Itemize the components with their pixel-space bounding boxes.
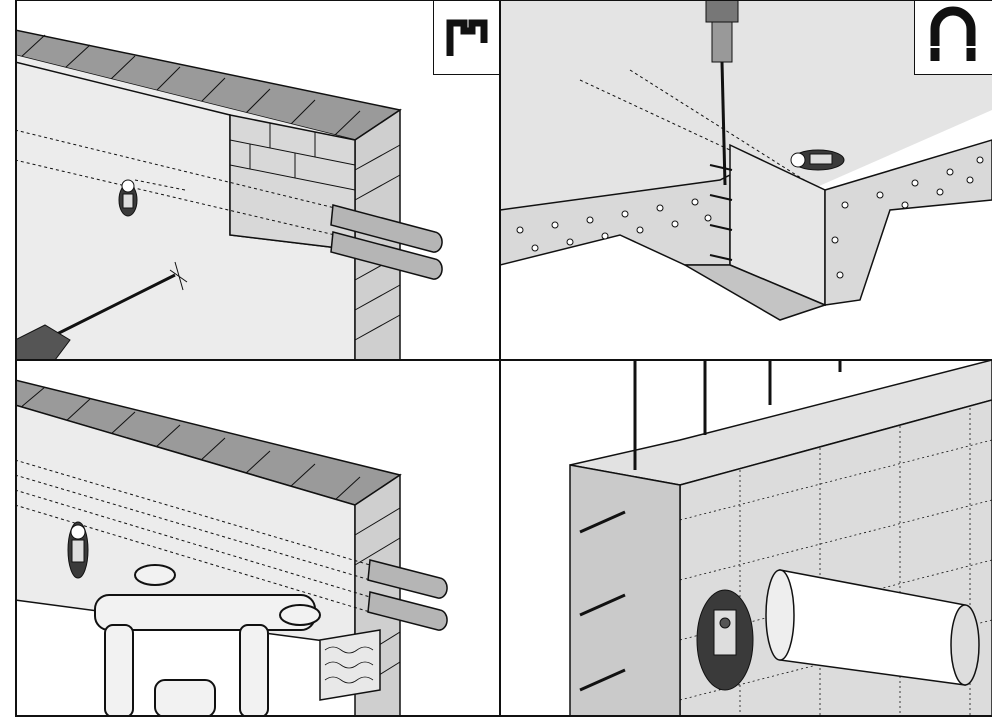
stand-left-post [104,624,134,717]
core-drill-stand [94,564,321,717]
pipes [330,204,443,280]
detector-device [790,149,845,171]
detector-device [118,179,138,217]
detector-screen [71,539,85,563]
detector-device [67,521,89,579]
frame-bottom [15,715,992,717]
coping-brick-joints [19,386,361,501]
pipe-lower [330,231,443,280]
stand-right-post [239,624,269,717]
side-brick-joints [354,144,401,341]
stand-carriage [154,679,216,717]
drill-bit [54,273,176,337]
detector-sensor-icon [121,179,135,193]
core-bit-end [950,604,980,686]
coping-brick-joints [19,34,361,136]
drill-bit [720,61,727,186]
metal-stud-drilling-illustration [500,0,992,321]
frame-middle-vertical [499,0,501,717]
concrete-core-drilling-illustration [569,360,992,717]
drill [15,261,188,360]
locator-dashed-lines [579,69,821,191]
panel-brick-wall-drilling [15,0,500,360]
drill-chuck [705,0,739,23]
side-drill-bits [579,510,626,692]
locator-dashed-lines [15,129,336,236]
brick-wall-core-drilling-illustration [15,379,448,717]
brick-wall-drilling-illustration [15,29,443,360]
drill-collar [711,21,733,63]
panel-concrete-core-drilling [500,360,992,717]
detector-screen [809,153,833,165]
magnet-icon [929,6,977,61]
screws [709,164,733,261]
vertical-drill-bits [633,360,842,470]
drill [705,0,739,186]
core-bit-crown [765,569,795,661]
detector-sensor-icon [719,617,731,629]
insulation [319,629,381,701]
pipes [367,559,448,631]
insulation-texture [324,646,374,684]
stand-knob-left [134,564,176,586]
detector-screen [713,609,737,656]
frame-left [15,0,17,717]
stand-knob-right [279,604,321,626]
hook-badge [433,0,500,75]
recess-brick-joints [229,123,356,191]
detector-sensor-icon [70,524,86,540]
locator-dashed-lines [15,459,371,613]
concrete-side-face [569,464,681,717]
corner-hook-icon [446,19,488,56]
detector-screen [122,193,134,209]
panel-metal-stud-drilling [500,0,992,360]
frame-top [15,0,992,1]
pipe-upper [367,559,448,599]
magnet-badge [914,0,992,75]
channel-right-flange [824,139,992,306]
drill-body [15,324,71,360]
detector-device [696,589,754,691]
ceiling-plane [500,0,992,210]
core-bit [765,569,980,686]
detector-sensor-icon [790,152,806,168]
frame-middle-horizontal [15,359,992,361]
pipe-upper [330,204,443,253]
pipe-lower [367,591,448,631]
flange-holes-right [831,156,984,279]
panel-brick-wall-core-drilling [15,360,500,717]
flange-holes-left [516,198,712,252]
